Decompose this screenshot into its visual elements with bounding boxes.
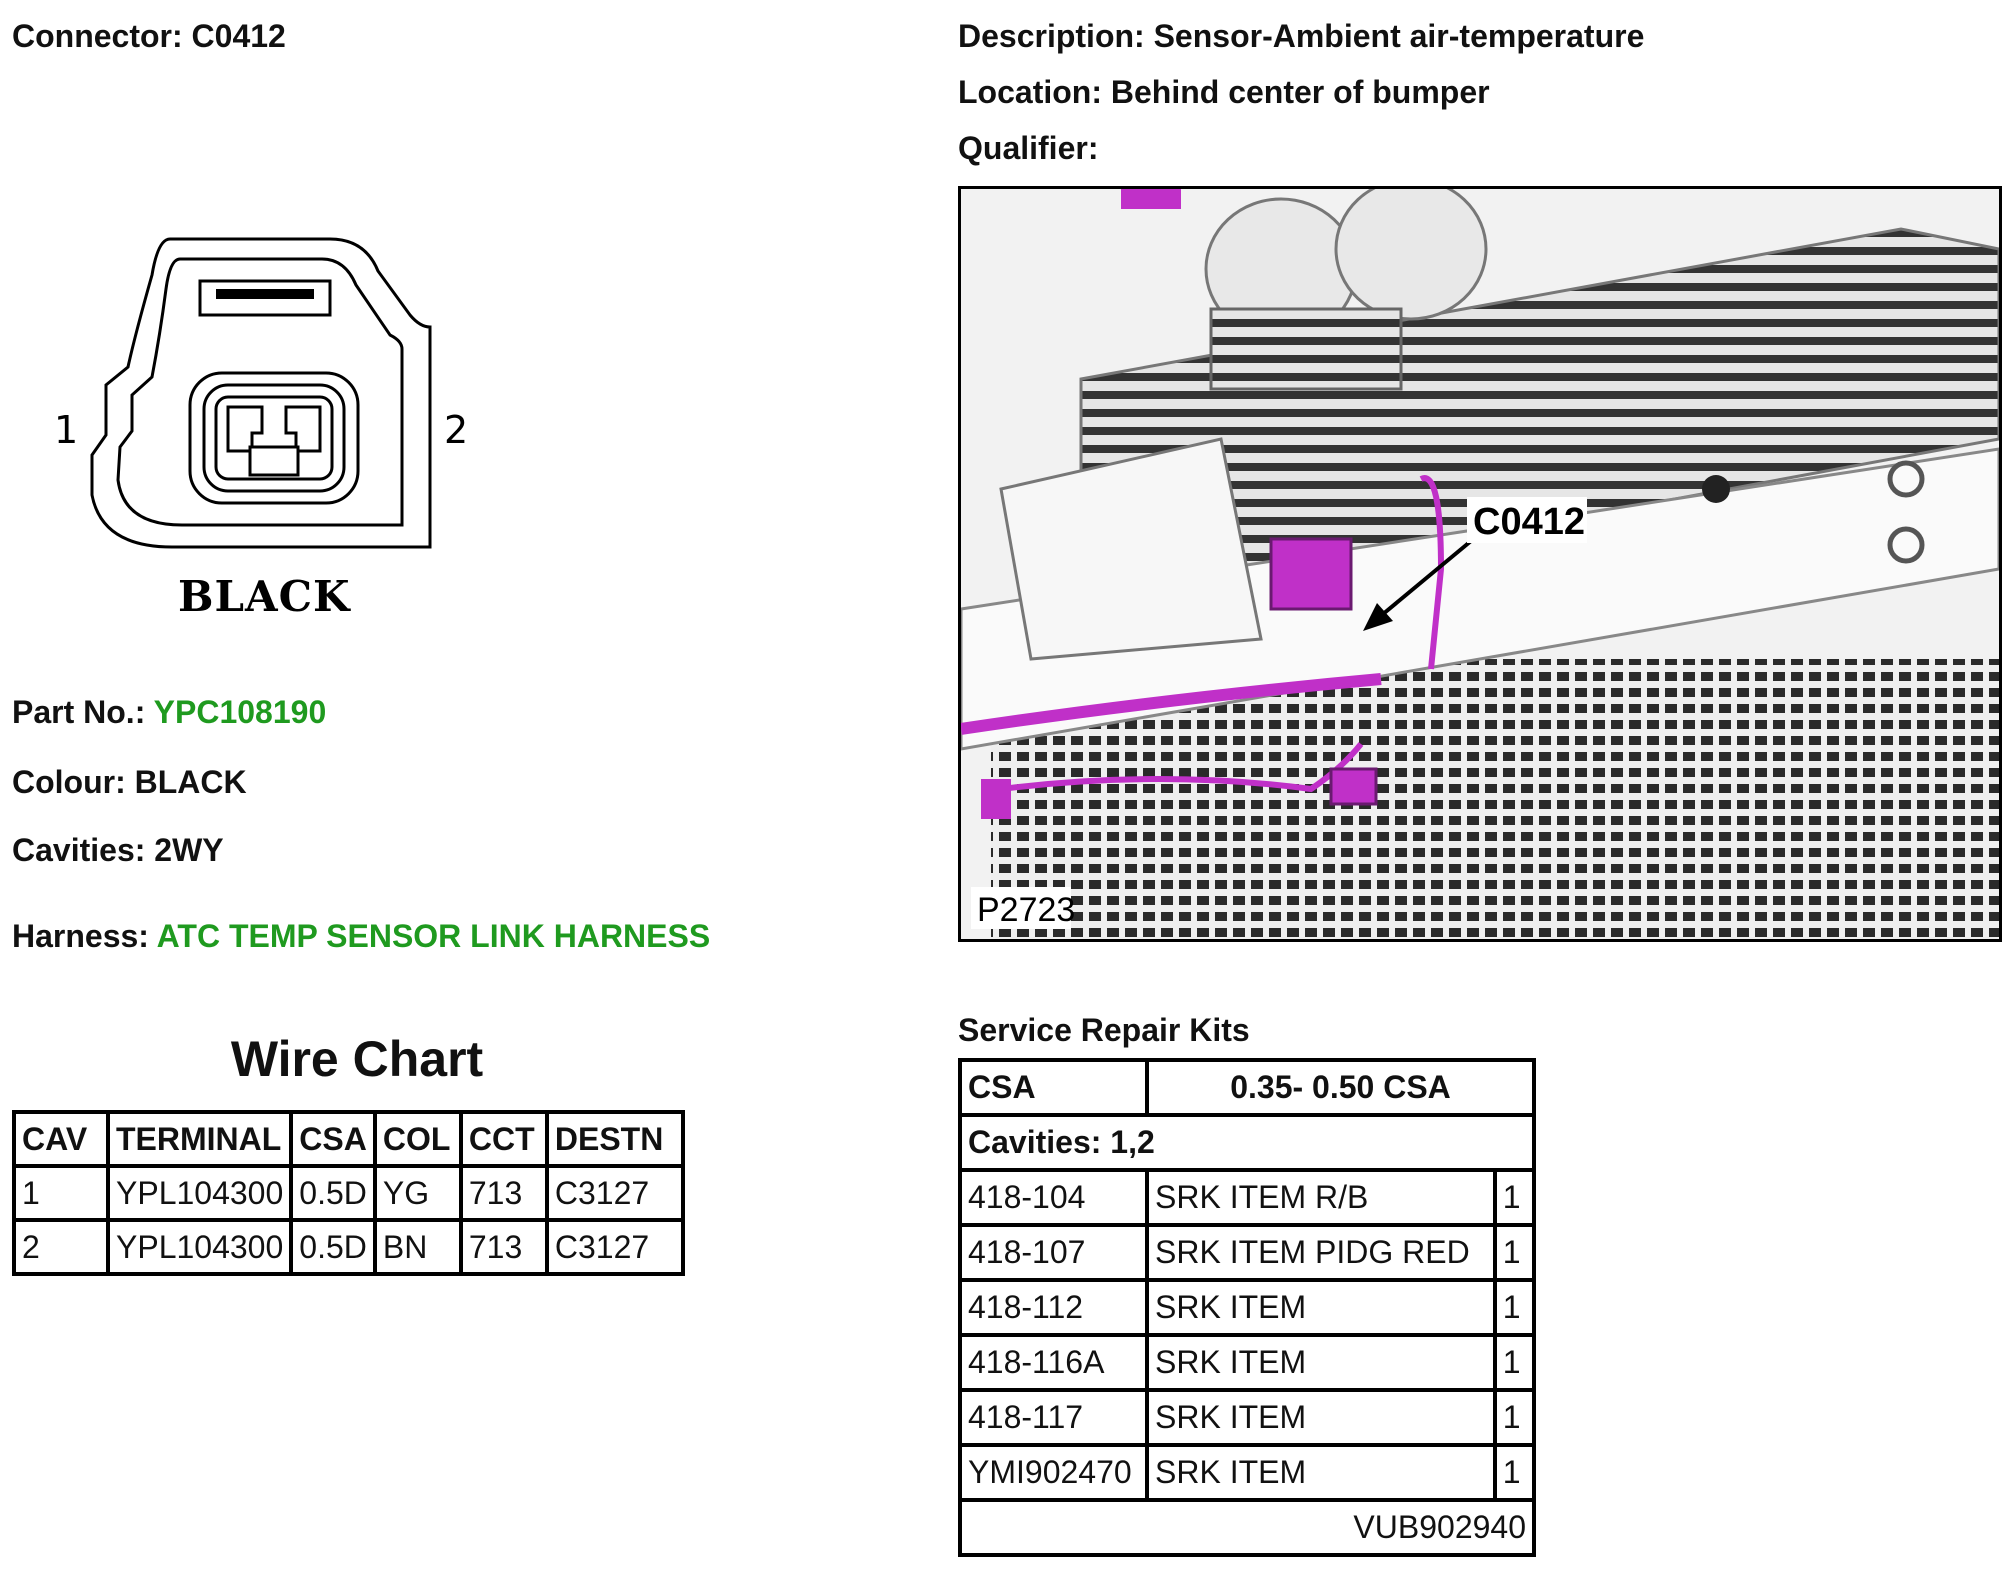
kit-qty: 1 — [1492, 1223, 1537, 1282]
kits-footer: VUB902940 — [958, 1498, 1536, 1557]
location-photo: C0412 P2723 — [958, 186, 2002, 942]
description-label: Description: — [958, 18, 1145, 54]
wire-chart-title: Wire Chart — [230, 1031, 484, 1087]
table-row: 418-117 SRK ITEM 1 — [958, 1388, 1537, 1447]
location-label: Location: — [958, 74, 1102, 110]
kit-description: SRK ITEM — [1145, 1333, 1497, 1392]
col-header: CCT — [458, 1110, 549, 1168]
cell-terminal: YPL104300 — [105, 1164, 294, 1222]
kit-part-no: YMI902470 — [958, 1443, 1149, 1502]
table-row: 418-116A SRK ITEM 1 — [958, 1333, 1537, 1392]
table-row: 2 YPL104300 0.5D BN 713 C3127 — [12, 1218, 685, 1276]
cell-col: YG — [372, 1164, 463, 1222]
csa-label: CSA — [958, 1058, 1149, 1117]
kit-part-no: 418-117 — [958, 1388, 1149, 1447]
kit-part-no: 418-104 — [958, 1168, 1149, 1227]
kit-description: SRK ITEM — [1145, 1388, 1497, 1447]
cell-col: BN — [372, 1218, 463, 1276]
qualifier-line: Qualifier: — [958, 130, 1098, 166]
col-header: CAV — [12, 1110, 110, 1168]
location-value: Behind center of bumper — [1110, 74, 1490, 110]
part-no-line: Part No.: YPC108190 — [12, 694, 326, 730]
col-header: COL — [372, 1110, 463, 1168]
photo-ref-label: P2723 — [977, 891, 1075, 929]
pin-2-label: 2 — [444, 408, 468, 452]
kits-footer-row: VUB902940 — [958, 1498, 1536, 1557]
connector-value: C0412 — [191, 18, 286, 54]
colour-line: Colour: BLACK — [12, 764, 247, 800]
service-repair-kits-table: CSA 0.35- 0.50 CSA Cavities: 1,2 418-104… — [958, 1058, 1537, 1557]
kit-part-no: 418-107 — [958, 1223, 1149, 1282]
kit-part-no: 418-112 — [958, 1278, 1149, 1337]
kit-qty: 1 — [1492, 1443, 1537, 1502]
wire-chart-table: CAV TERMINAL CSA COL CCT DESTN 1 YPL1043… — [12, 1110, 685, 1276]
kit-description: SRK ITEM — [1145, 1278, 1497, 1337]
kit-qty: 1 — [1492, 1278, 1537, 1337]
part-no-label: Part No.: — [12, 694, 146, 730]
colour-value: BLACK — [134, 764, 247, 800]
cell-cav: 2 — [12, 1218, 110, 1276]
table-row: 1 YPL104300 0.5D YG 713 C3127 — [12, 1164, 685, 1222]
connector-line: Connector: C0412 — [12, 18, 286, 54]
csa-row: CSA 0.35- 0.50 CSA — [958, 1058, 1536, 1117]
cavities-row: Cavities: 1,2 — [958, 1113, 1536, 1172]
connector-label: Connector: — [12, 18, 183, 54]
cavities-line: Cavities: 2WY — [12, 832, 224, 868]
cell-terminal: YPL104300 — [105, 1218, 294, 1276]
kit-part-no: 418-116A — [958, 1333, 1149, 1392]
cell-cct: 713 — [458, 1164, 549, 1222]
cell-cav: 1 — [12, 1164, 110, 1222]
cell-cct: 713 — [458, 1218, 549, 1276]
col-header: DESTN — [544, 1110, 685, 1168]
harness-line: Harness: ATC TEMP SENSOR LINK HARNESS — [12, 918, 710, 954]
table-row: YMI902470 SRK ITEM 1 — [958, 1443, 1537, 1502]
kit-qty: 1 — [1492, 1168, 1537, 1227]
kit-qty: 1 — [1492, 1333, 1537, 1392]
cavities-value: 2WY — [154, 832, 224, 868]
table-row: 418-107 SRK ITEM PIDG RED 1 — [958, 1223, 1537, 1282]
kit-description: SRK ITEM PIDG RED — [1145, 1223, 1497, 1282]
harness-link[interactable]: ATC TEMP SENSOR LINK HARNESS — [156, 918, 711, 954]
cell-csa: 0.5D — [289, 1218, 377, 1276]
cell-csa: 0.5D — [289, 1164, 377, 1222]
service-repair-kits-title: Service Repair Kits — [958, 1012, 1250, 1048]
connector-face-diagram: 1 2 BLACK — [54, 237, 468, 621]
part-no-link[interactable]: YPC108190 — [153, 694, 327, 730]
diagram-colour-label: BLACK — [178, 572, 351, 621]
colour-label: Colour: — [12, 764, 126, 800]
kit-description: SRK ITEM — [1145, 1443, 1497, 1502]
cell-destn: C3127 — [544, 1164, 685, 1222]
kits-cavities: Cavities: 1,2 — [958, 1113, 1536, 1172]
cavities-label: Cavities: — [12, 832, 146, 868]
harness-label: Harness: — [12, 918, 149, 954]
csa-value: 0.35- 0.50 CSA — [1145, 1058, 1536, 1117]
col-header: TERMINAL — [105, 1110, 294, 1168]
location-illustration: C0412 P2723 — [961, 189, 1999, 939]
kit-qty: 1 — [1492, 1388, 1537, 1447]
col-header: CSA — [289, 1110, 377, 1168]
description-value: Sensor-Ambient air-temperature — [1153, 18, 1645, 54]
wire-chart-header-row: CAV TERMINAL CSA COL CCT DESTN — [12, 1110, 685, 1168]
table-row: 418-112 SRK ITEM 1 — [958, 1278, 1537, 1337]
pin-1-label: 1 — [54, 408, 78, 452]
location-line: Location: Behind center of bumper — [958, 74, 1490, 110]
description-line: Description: Sensor-Ambient air-temperat… — [958, 18, 1644, 54]
kit-description: SRK ITEM R/B — [1145, 1168, 1497, 1227]
qualifier-label: Qualifier: — [958, 130, 1099, 166]
table-row: 418-104 SRK ITEM R/B 1 — [958, 1168, 1537, 1227]
cell-destn: C3127 — [544, 1218, 685, 1276]
photo-callout-label: C0412 — [1473, 501, 1585, 543]
